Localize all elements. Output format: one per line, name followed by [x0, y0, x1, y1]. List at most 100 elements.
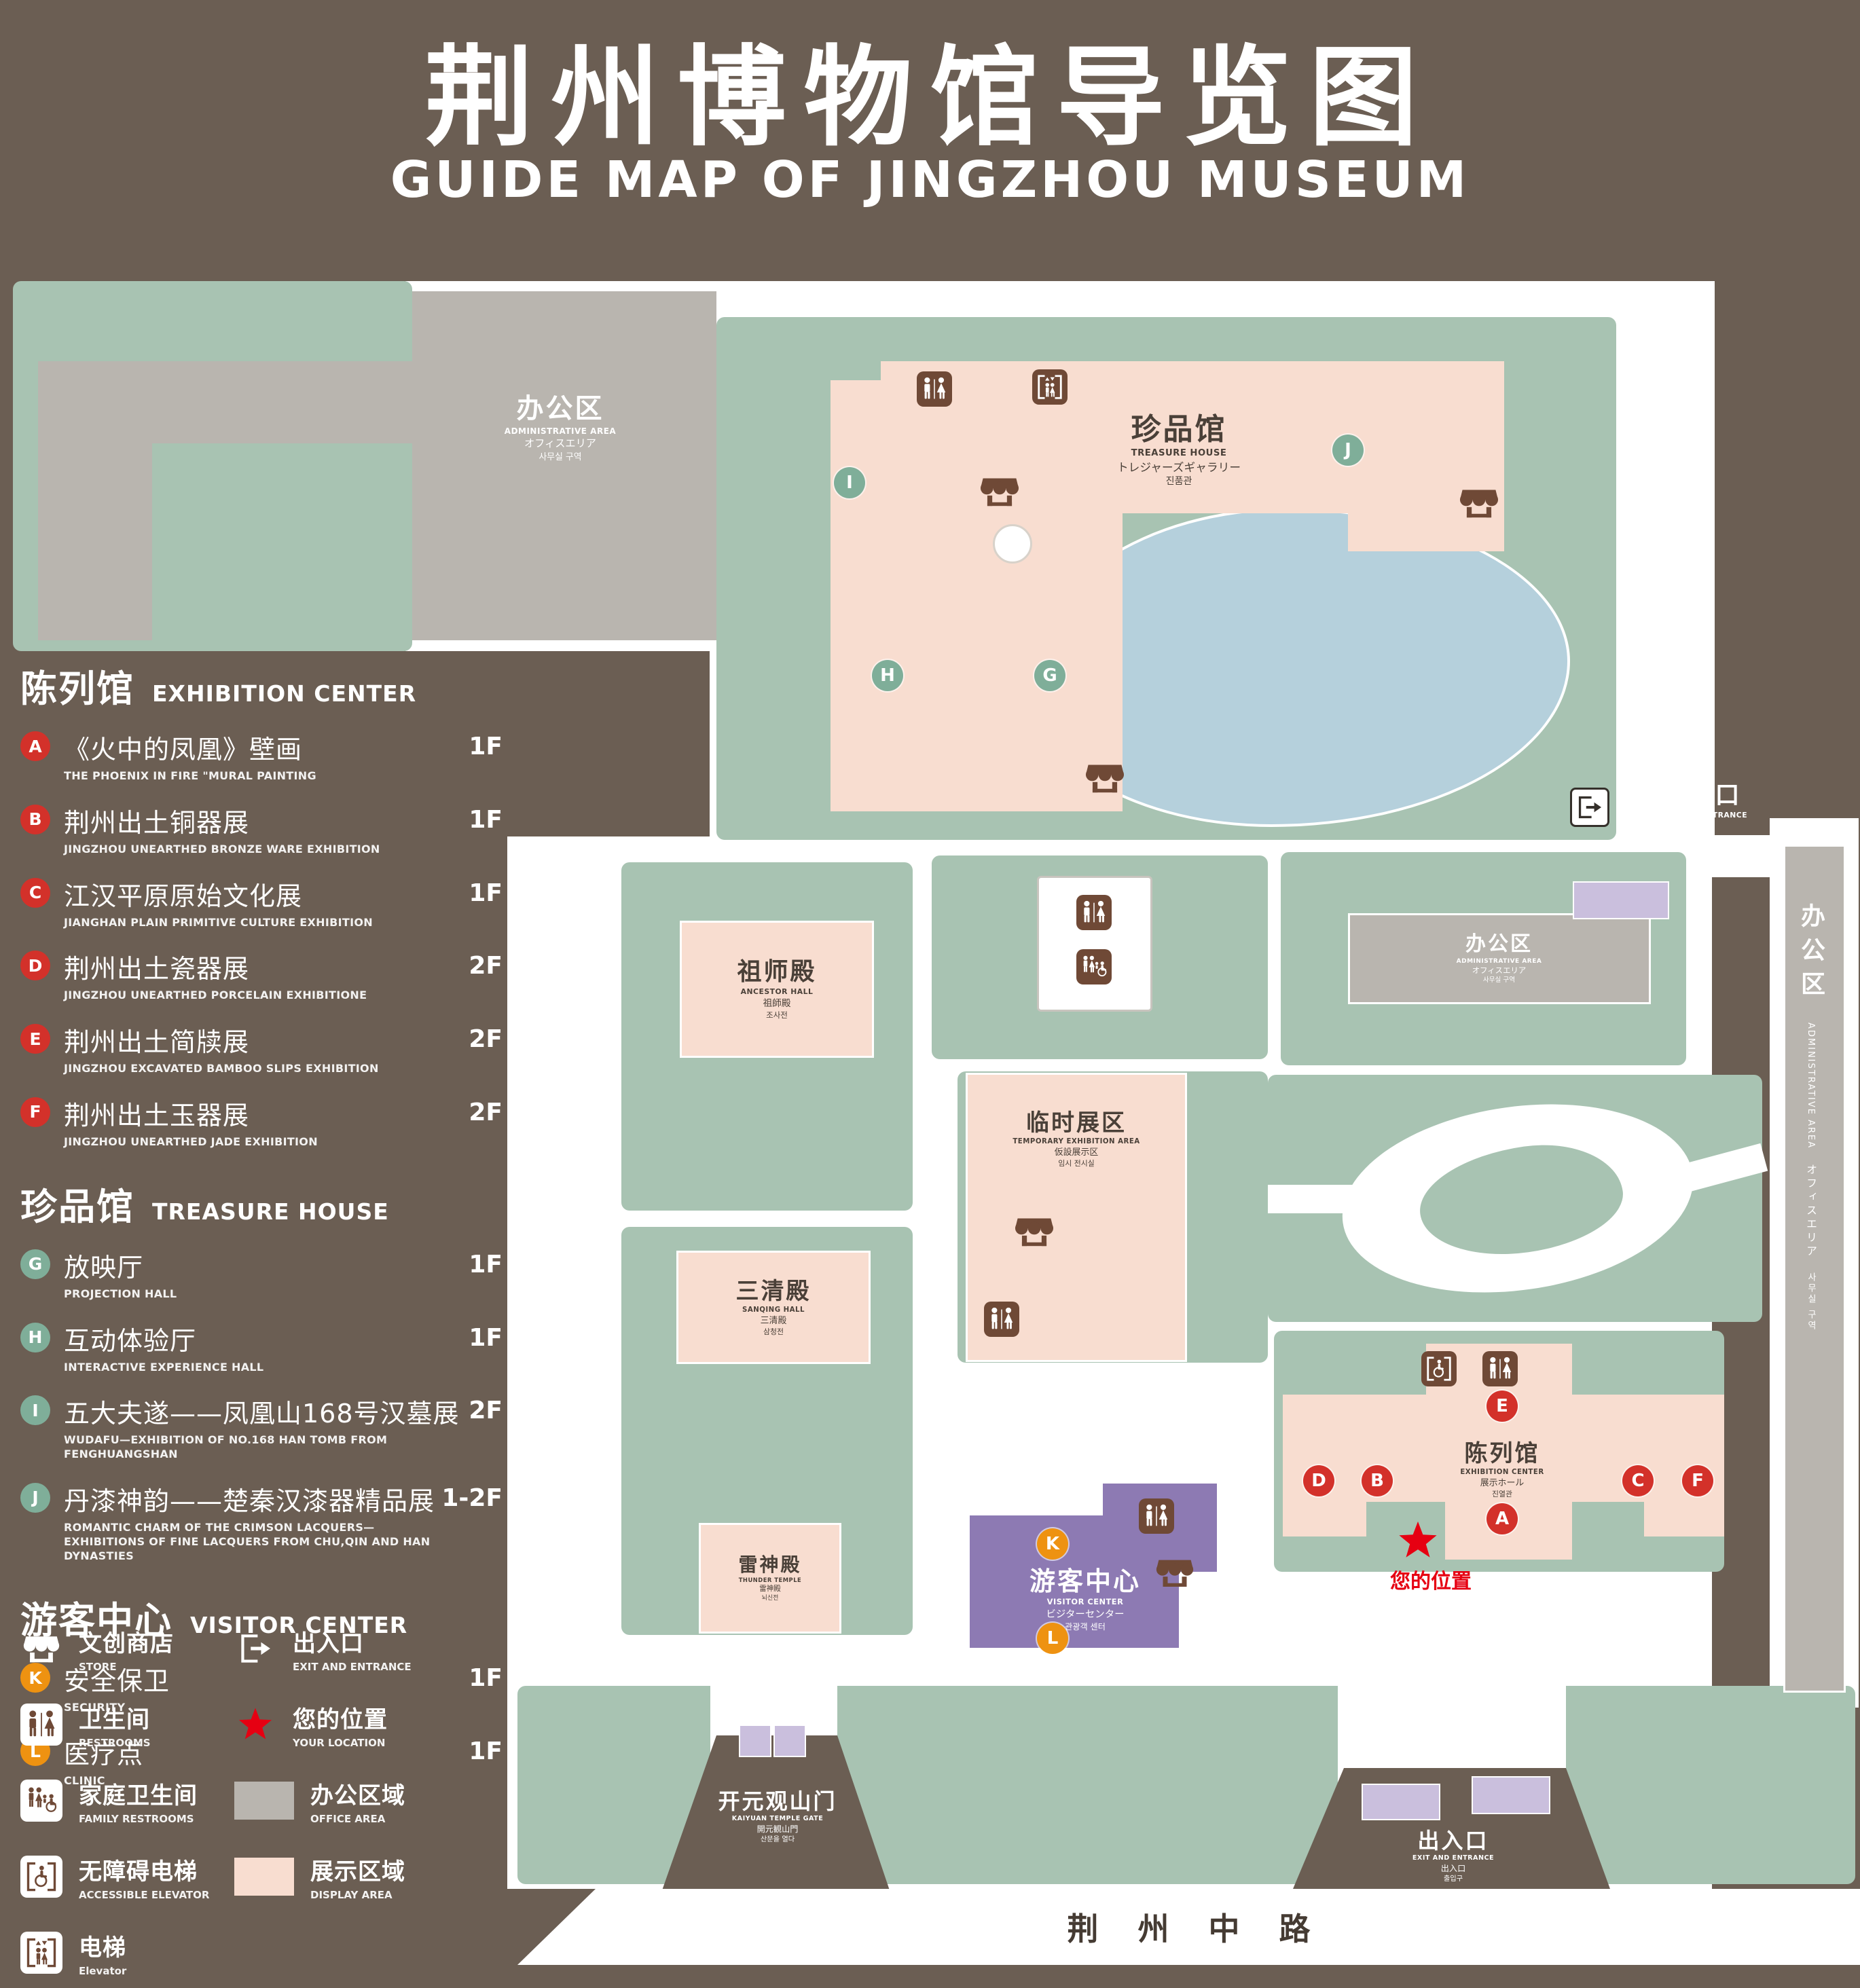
store-icon [20, 1627, 62, 1670]
restroom-icon [1139, 1498, 1174, 1534]
floor-badge: 1F [469, 1737, 503, 1766]
kaiyuan-gate-label: 开元观山门 KAIYUAN TEMPLE GATE 開元観山門 산문을 열다 [718, 1788, 837, 1843]
floor-badge: 1F [469, 1250, 503, 1278]
your-location-label: 您的位置 [1390, 1570, 1472, 1594]
marker-badge-A: A [20, 731, 50, 761]
map-marker-C: C [1622, 1465, 1654, 1496]
floor-badge: 2F [469, 952, 503, 980]
sanqing-hall-label: 三清殿 SANQING HALL 三清殿 삼청전 [735, 1278, 812, 1337]
east-entrance-structure [1574, 883, 1668, 918]
marker-badge-C: C [20, 877, 50, 908]
store-icon [980, 475, 1019, 507]
exhibition-center-label: 陈列馆 EXHIBITION CENTER 展示ホール 진열관 [1460, 1440, 1544, 1499]
store-icon [1459, 487, 1499, 519]
administrative-northwest-label: 办公区 ADMINISTRATIVE AREA オフィスエリア 사무실 구역 [504, 393, 617, 462]
gate-structure [740, 1726, 770, 1756]
map-marker-K: K [1037, 1528, 1068, 1560]
marker-badge-G: G [20, 1249, 50, 1279]
map-marker-D: D [1303, 1465, 1334, 1496]
floor-badge: 2F [469, 1098, 503, 1126]
sanqing-hall-building [678, 1253, 869, 1362]
restroom-icon [984, 1302, 1019, 1337]
family-restroom-icon [1076, 949, 1112, 984]
floor-badge: 1F [469, 805, 503, 834]
south-exit-label: 出入口 EXIT AND ENTRANCE 出入口 출입구 [1412, 1827, 1495, 1883]
legend-section-exhibition-center: 陈列馆 EXHIBITION CENTER [20, 667, 417, 710]
office-area-swatch [234, 1782, 294, 1820]
road-name: 荆州中路 [1067, 1911, 1350, 1947]
roundabout-spur-west [1268, 1185, 1356, 1213]
ancestor-hall-building [682, 923, 872, 1056]
map-marker-G: G [1034, 660, 1065, 691]
map-marker-J: J [1332, 435, 1364, 466]
accessible-elevator-icon [1421, 1351, 1457, 1386]
family-restroom-icon [20, 1780, 62, 1822]
map-marker-H: H [872, 660, 903, 691]
exit-icon [234, 1627, 276, 1670]
map-marker-A: A [1487, 1503, 1518, 1534]
map-marker-F: F [1682, 1465, 1713, 1496]
east-exit-label: 出入口 EXIT AND ENTRANCE 出入口 출입구 [1656, 781, 1748, 844]
marker-badge-K: K [20, 1663, 50, 1693]
restroom-icon [1076, 895, 1112, 930]
ancestor-hall-label: 祖师殿 ANCESTOR HALL 祖師殿 조사전 [737, 958, 817, 1020]
south-entrance-structure [1363, 1785, 1439, 1819]
store-icon [1085, 762, 1125, 794]
accessible-elevator-icon [20, 1856, 62, 1898]
treasure-house-label: 珍品馆 TREASURE HOUSE トレジャーズギャラリー 진품관 [1116, 411, 1241, 487]
map-marker-E: E [1487, 1391, 1518, 1422]
marker-badge-H: H [20, 1322, 50, 1352]
temporary-exhibition-label: 临时展区 TEMPORARY EXHIBITION AREA 仮設展示区 임시 … [1013, 1109, 1140, 1168]
floor-badge: 2F [469, 1025, 503, 1054]
exit-icon [1570, 788, 1609, 827]
administrative-east-label: 办公区 ADMINISTRATIVE AREA オフィスエリア 사무실 구역 [1456, 932, 1542, 984]
floor-badge: 1F [469, 733, 503, 760]
marker-badge-I: I [20, 1395, 50, 1426]
marker-badge-J: J [20, 1482, 50, 1513]
your-location-star [1397, 1520, 1439, 1562]
south-exit-drive [1293, 1768, 1610, 1889]
store-icon [1156, 1557, 1194, 1588]
thunder-temple-label: 雷神殿 THUNDER TEMPLE 雷神殿 뇌신전 [738, 1553, 802, 1602]
restroom-icon [20, 1704, 62, 1746]
floor-badge: 1F [469, 879, 503, 907]
store-icon [1015, 1215, 1054, 1247]
floor-badge: 2F [469, 1397, 503, 1425]
map-marker-L: L [1037, 1623, 1068, 1654]
elevator-icon [1032, 369, 1068, 405]
map-marker-B: B [1362, 1465, 1393, 1496]
restroom-icon [1482, 1351, 1518, 1386]
marker-badge-E: E [20, 1024, 50, 1054]
restroom-icon [917, 371, 952, 407]
administrative-strip-label: 办公区ADMINISTRATIVE AREAオフィスエリア사무실 구역 [1797, 903, 1825, 1332]
gate-structure [775, 1726, 805, 1756]
page-subtitle: GUIDE MAP OF JINGZHOU MUSEUM [390, 151, 1470, 209]
thunder-temple-building [701, 1525, 839, 1632]
floor-badge: 1-2F [441, 1484, 503, 1512]
page-title: 荆州博物馆导览图 [424, 34, 1436, 161]
marker-badge-B: B [20, 804, 50, 834]
map-marker-I: I [834, 467, 865, 498]
south-entrance-structure [1473, 1778, 1549, 1813]
display-area-swatch [234, 1858, 294, 1896]
marker-badge-F: F [20, 1097, 50, 1127]
